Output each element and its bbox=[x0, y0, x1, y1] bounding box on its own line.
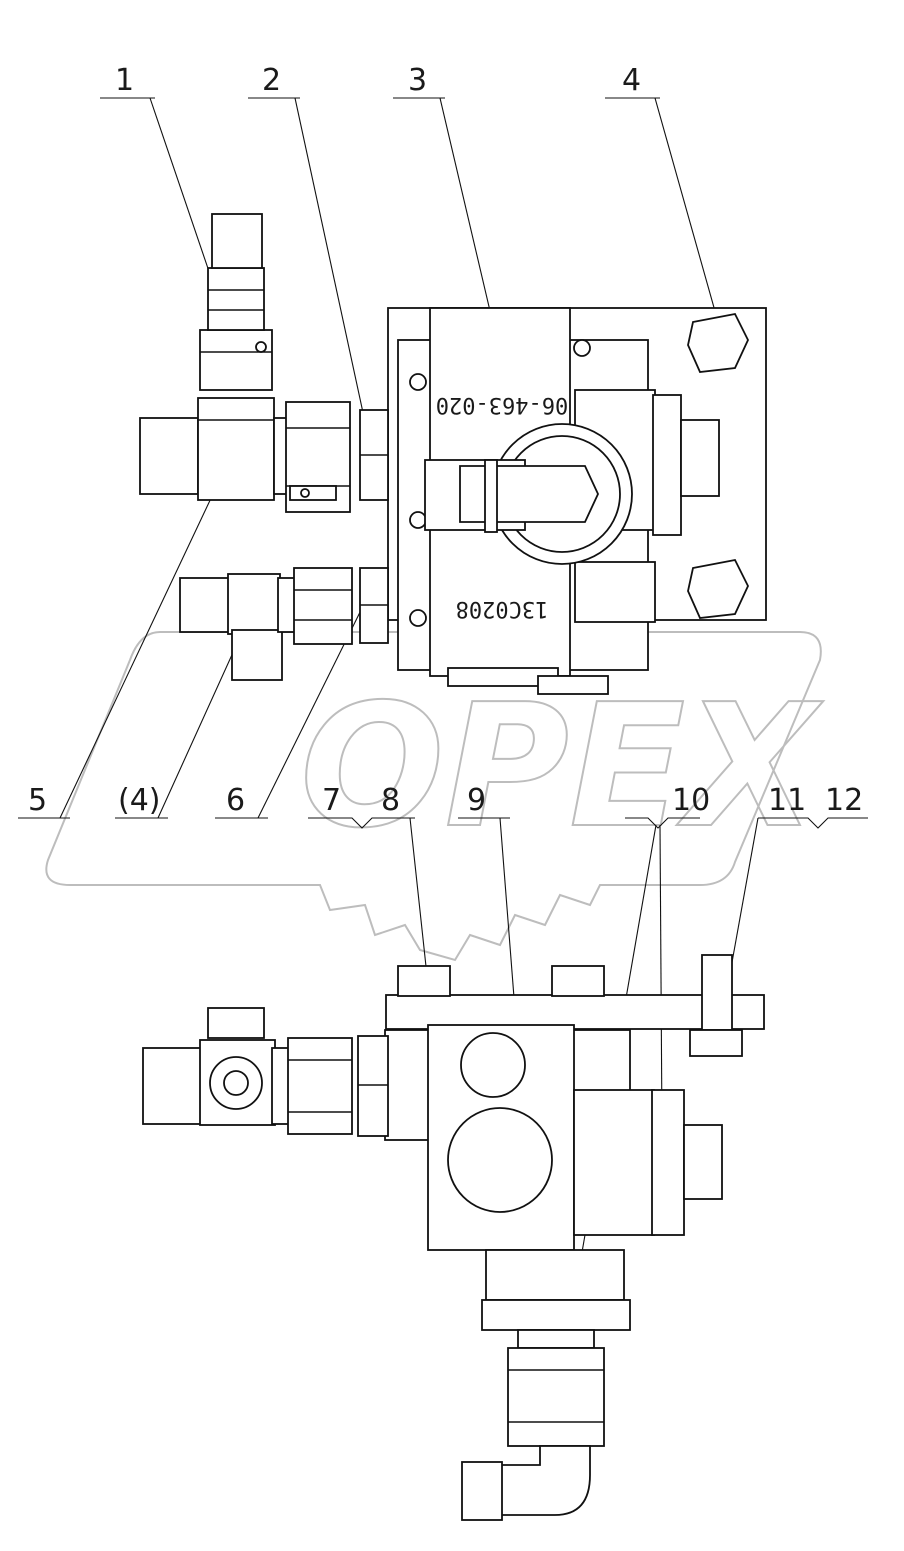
bottom-nut-10 bbox=[481, 1299, 631, 1349]
valve-body-bottom bbox=[384, 1024, 655, 1301]
callout-4: 1 bbox=[100, 63, 219, 295]
callout-label-1: 4 bbox=[622, 63, 641, 98]
hex-nut-bottom bbox=[357, 1035, 389, 1137]
part-stamp-lower: 13C0208 bbox=[456, 596, 549, 621]
tee-fitting-bottom bbox=[142, 1007, 353, 1135]
mounting-plate-bottom bbox=[385, 954, 765, 1057]
svg-text:OPEX: OPEX bbox=[300, 668, 824, 866]
callout-label-7: 7 bbox=[322, 783, 341, 818]
callout-label-12: 12 bbox=[825, 783, 863, 818]
hex-nut-3 bbox=[359, 409, 389, 644]
callout-label-11: 11 bbox=[768, 783, 806, 818]
part-stamp-upper: 06-463-020 bbox=[436, 392, 568, 417]
callout-label-9: 9 bbox=[467, 783, 486, 818]
right-fitting-top bbox=[652, 394, 720, 536]
valve-handle bbox=[424, 423, 633, 565]
callout-label-8: 8 bbox=[381, 783, 400, 818]
callout-7-8: 7 8 bbox=[308, 783, 431, 988]
callout-label-3: 2 bbox=[262, 63, 281, 98]
right-fitting-bottom bbox=[651, 1089, 723, 1236]
callout-label-2: 3 bbox=[408, 63, 427, 98]
fitting-9 bbox=[461, 1347, 605, 1521]
callout-label-4: 1 bbox=[115, 63, 134, 98]
callout-5: 5 bbox=[18, 455, 233, 819]
elbow-fitting-4 bbox=[199, 213, 273, 391]
callout-label-4-ref: (4) bbox=[118, 783, 161, 818]
tee-fitting-lower bbox=[179, 567, 353, 681]
callout-11-12: 11 12 bbox=[715, 783, 868, 1043]
callout-label-5: 5 bbox=[28, 783, 47, 818]
callout-label-6: 6 bbox=[226, 783, 245, 818]
opex-watermark-logo: OPEX bbox=[45, 631, 825, 962]
callout-label-10: 10 bbox=[672, 783, 710, 818]
tee-fitting-5 bbox=[139, 397, 351, 513]
